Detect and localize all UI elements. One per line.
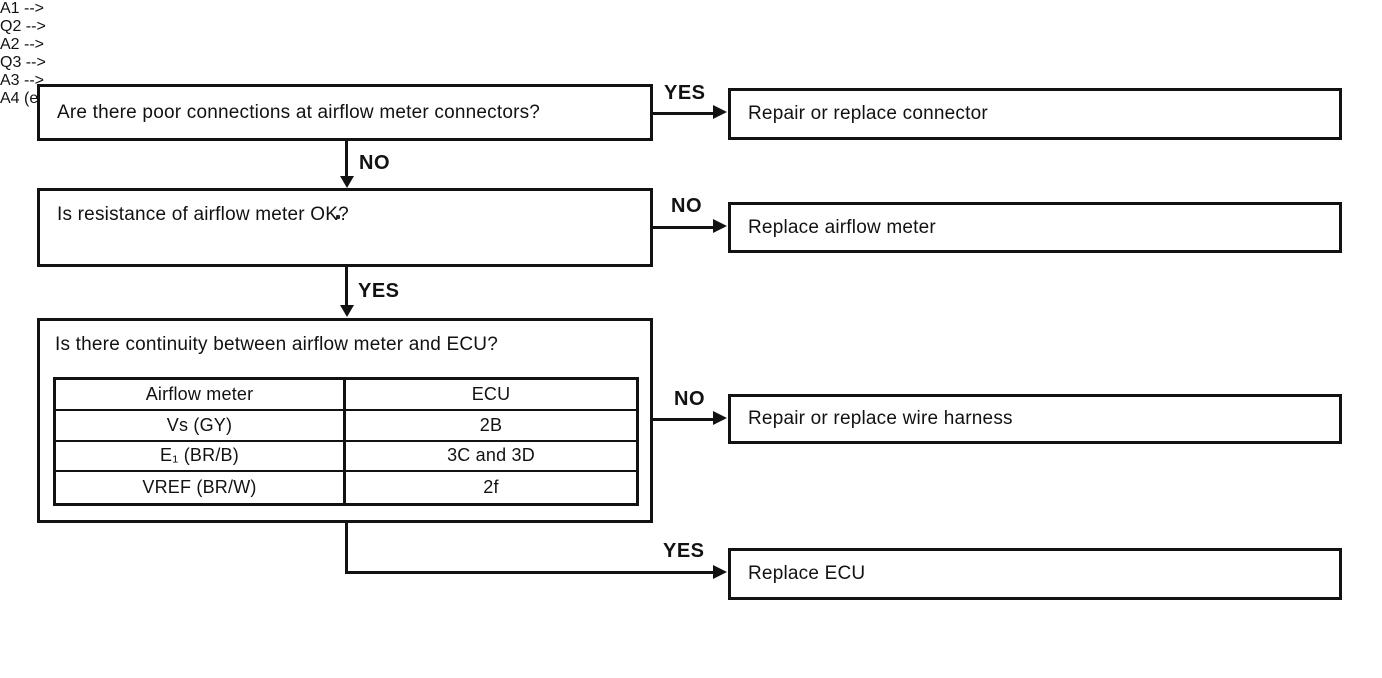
arrowhead-down-icon [340,176,354,188]
question-box-connections: Are there poor connections at airflow me… [37,84,653,141]
table-cell: Vs (GY) [56,410,346,442]
arrowhead-right-icon [713,105,727,119]
branch-label-yes: YES [358,280,400,302]
table-cell: 2B [346,411,636,442]
table-cell: VREF (BR/W) [56,472,346,503]
connector-line [653,418,715,421]
question-text: Is there continuity between airflow mete… [55,334,498,355]
action-text: Repair or replace connector [748,103,988,124]
connector-line [345,523,348,574]
action-box-replace-ecu: Replace ECU [728,548,1342,600]
question-text: Is resistance of airflow meter OK? [57,204,349,225]
table-header-ecu: ECU [346,380,636,411]
scan-speck [336,215,340,219]
question-box-continuity: Is there continuity between airflow mete… [37,318,653,523]
branch-label-no: NO [359,152,390,174]
action-box-replace-airflow-meter: Replace airflow meter [728,202,1342,253]
question-text: Are there poor connections at airflow me… [57,101,541,123]
connector-line [653,112,715,115]
arrowhead-right-icon [713,219,727,233]
branch-label-yes: YES [664,82,706,104]
action-text: Replace ECU [748,563,866,584]
pin-mapping-table: Airflow meter ECU Vs (GY) 2B E₁ (BR/B) 3… [53,377,639,506]
branch-label-no: NO [674,388,705,410]
arrowhead-right-icon [713,565,727,579]
connector-line [345,267,348,307]
table-header-airflow-meter: Airflow meter [56,380,346,411]
connector-line [345,571,715,574]
action-text: Replace airflow meter [748,216,936,238]
connector-line [345,140,348,178]
branch-label-no: NO [671,195,702,217]
connector-line [653,226,715,229]
action-box-repair-wire-harness: Repair or replace wire harness [728,394,1342,444]
arrowhead-right-icon [713,411,727,425]
table-cell: 3C and 3D [346,442,636,473]
question-box-resistance: Is resistance of airflow meter OK? [37,188,653,267]
arrowhead-down-icon [340,305,354,317]
table-cell: E₁ (BR/B) [56,441,346,473]
action-box-repair-connector: Repair or replace connector [728,88,1342,140]
action-text: Repair or replace wire harness [748,408,1013,429]
branch-label-yes: YES [663,540,705,562]
table-cell: 2f [483,477,499,498]
